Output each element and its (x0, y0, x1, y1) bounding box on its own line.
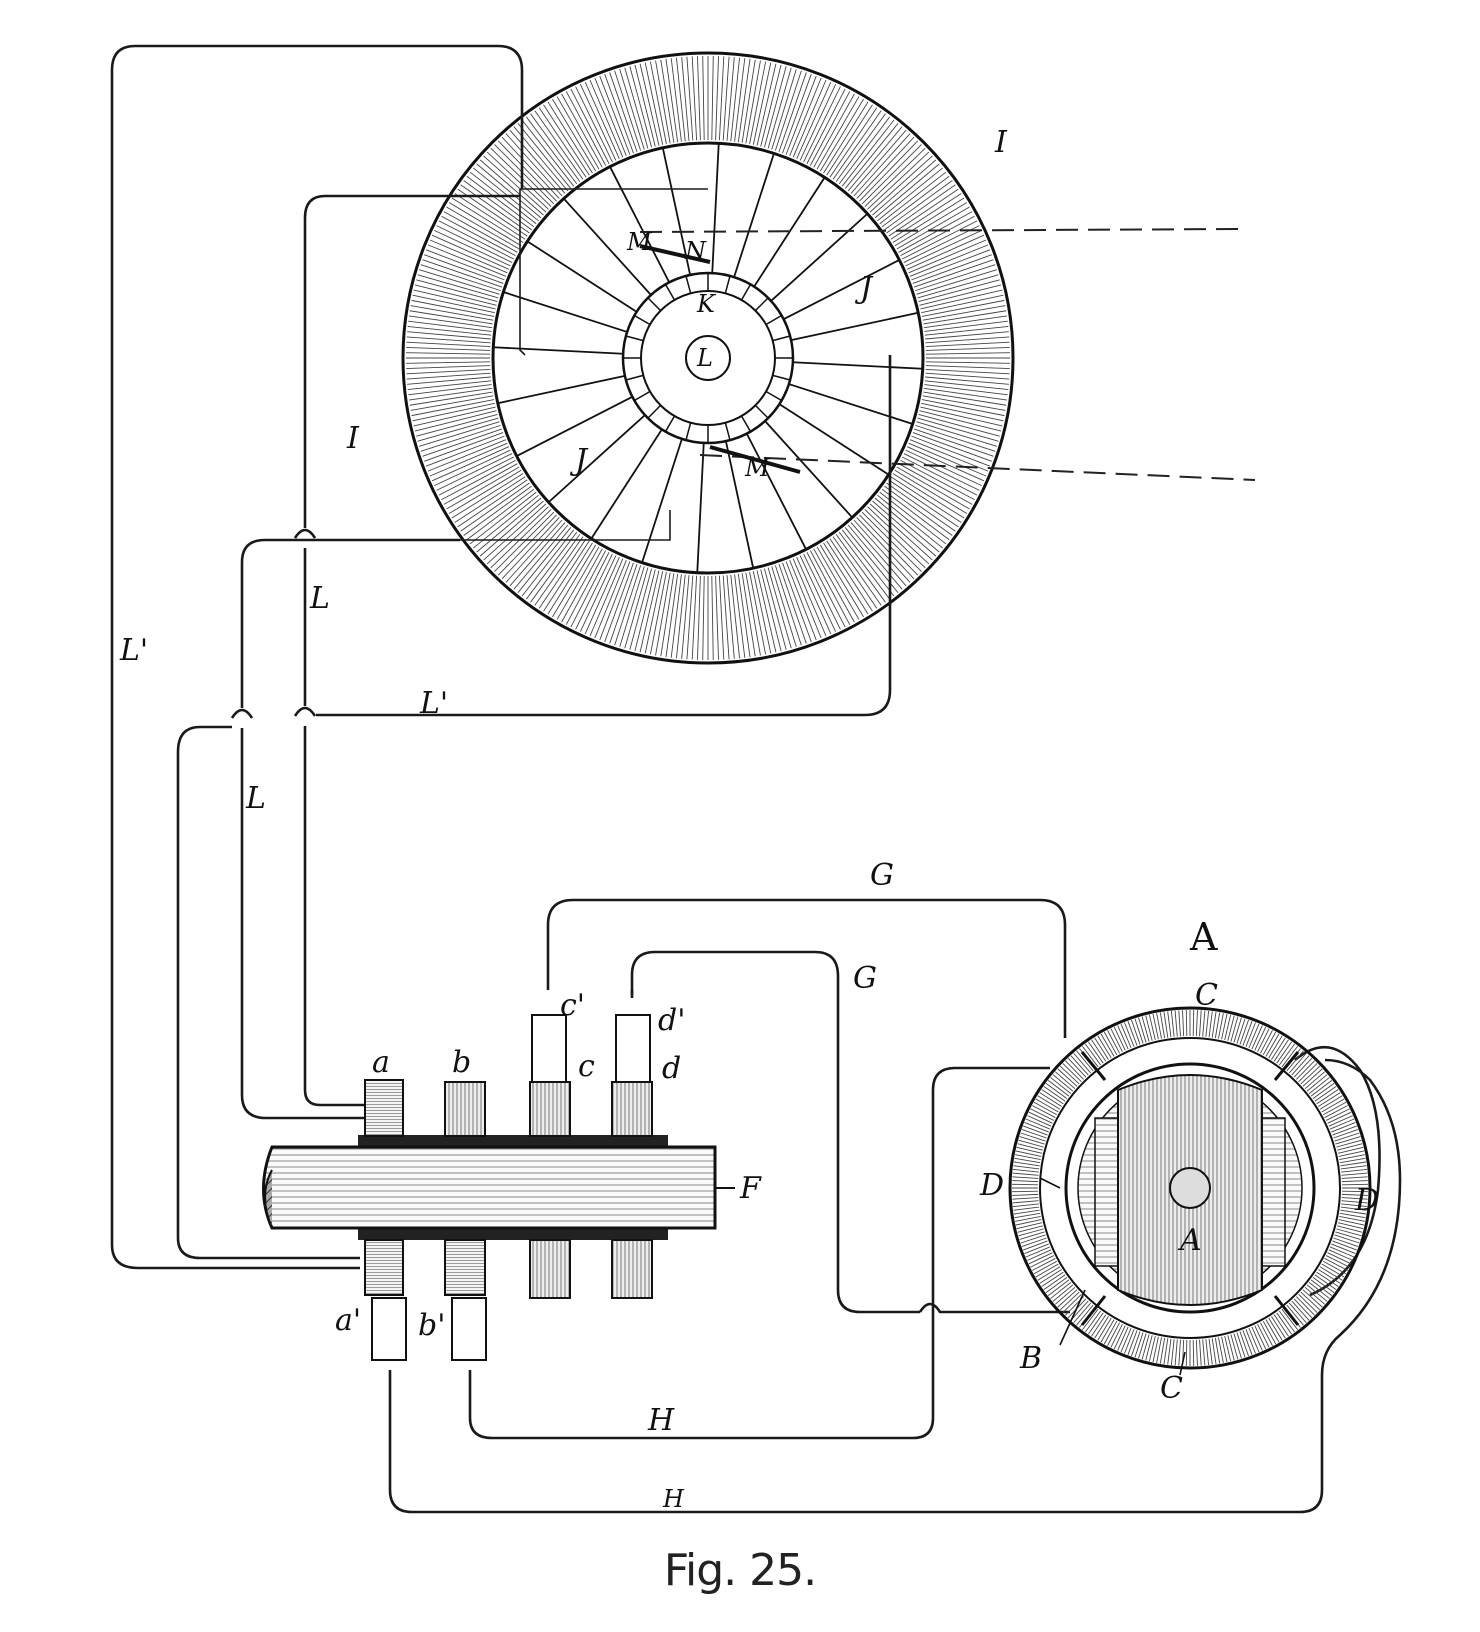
label-L-upper: L (309, 581, 330, 616)
commutator-hub (623, 273, 793, 443)
figure-caption: Fig. 25. (663, 1545, 817, 1596)
label-C-bottom: C (1160, 1371, 1183, 1406)
label-L-prime-left: L' (119, 633, 148, 668)
motor (1008, 1006, 1372, 1376)
label-d: d (662, 1051, 681, 1086)
label-b-prime: b' (418, 1308, 445, 1343)
motor-winding-hatch (1012, 1010, 1368, 1366)
label-L-prime-mid: L' (419, 686, 448, 721)
label-J-upper: J (854, 271, 874, 306)
shaft-assembly (262, 1014, 735, 1361)
label-J-lower: J (569, 443, 589, 478)
label-L-axle: L (696, 344, 713, 372)
label-c: c (578, 1049, 595, 1084)
labels: I I J J K L M N M L L L' L' a b c d a' b… (119, 125, 1379, 1513)
label-A-armature: A (1177, 1223, 1202, 1258)
label-a: a (372, 1045, 390, 1080)
label-L-lower: L (245, 781, 266, 816)
label-M-upper: M (626, 228, 653, 256)
generator-ring (401, 51, 1015, 665)
label-G-mid: G (853, 961, 877, 996)
label-I-left: I (346, 421, 360, 456)
label-H-mid: H (647, 1403, 675, 1438)
label-H-bottom: H (662, 1485, 685, 1513)
label-I-top: I (994, 125, 1008, 160)
label-M-lower: M (744, 454, 771, 482)
label-F: F (739, 1171, 762, 1206)
label-B: B (1019, 1341, 1042, 1376)
label-K: K (696, 290, 717, 318)
brushes-top (639, 244, 801, 474)
dashed-lines (639, 228, 1256, 481)
wires (110, 44, 1402, 1514)
label-c-prime: c' (560, 988, 585, 1023)
label-A-motor: A (1189, 915, 1218, 959)
label-D-right: D (1354, 1183, 1379, 1218)
label-d-prime: d' (658, 1003, 685, 1038)
label-a-prime: a' (335, 1303, 361, 1338)
label-D-left: D (979, 1168, 1004, 1203)
ring-winding-hatch (406, 56, 1010, 660)
label-b: b (452, 1045, 471, 1080)
label-G-top: G (870, 858, 894, 893)
label-C-top: C (1195, 978, 1218, 1013)
label-N-upper: N (684, 237, 707, 265)
